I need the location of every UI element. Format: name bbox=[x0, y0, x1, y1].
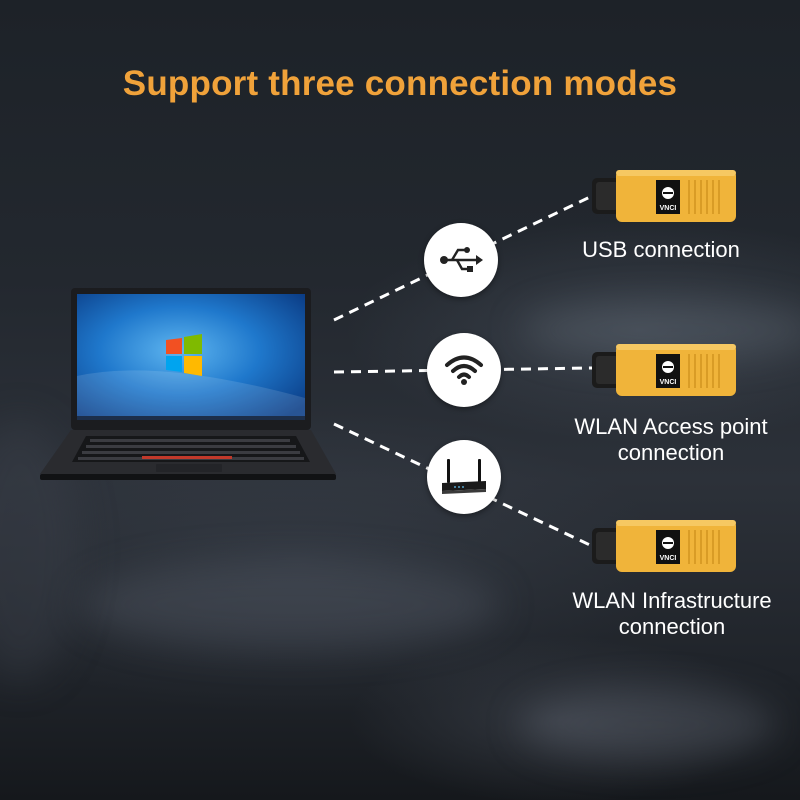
usb-connection-label: USB connection bbox=[582, 237, 740, 262]
router-icon bbox=[442, 459, 486, 494]
wlan-access-point-label: WLAN Access point connection bbox=[574, 414, 768, 465]
vnci-device-usb: VNCI bbox=[592, 170, 736, 222]
wlan-ap-connection-line bbox=[333, 366, 593, 374]
usb-icon bbox=[440, 247, 483, 272]
vnci-device-wlan-ap: VNCI bbox=[592, 344, 736, 396]
usb-icon-badge bbox=[424, 223, 498, 297]
vnci-logo-text: VNCI bbox=[660, 379, 677, 386]
vnci-logo-text: VNCI bbox=[660, 205, 677, 212]
laptop-image bbox=[40, 288, 336, 480]
windows-logo-icon bbox=[166, 334, 202, 376]
vnci-logo-text: VNCI bbox=[660, 555, 677, 562]
wifi-icon bbox=[445, 355, 483, 385]
vnci-device-wlan-infra: VNCI bbox=[592, 520, 736, 572]
page-title: Support three connection modes bbox=[122, 64, 678, 103]
wlan-infrastructure-label: WLAN Infrastructure connection bbox=[572, 588, 772, 639]
wifi-icon-badge bbox=[427, 333, 501, 407]
router-icon-badge bbox=[427, 440, 501, 514]
